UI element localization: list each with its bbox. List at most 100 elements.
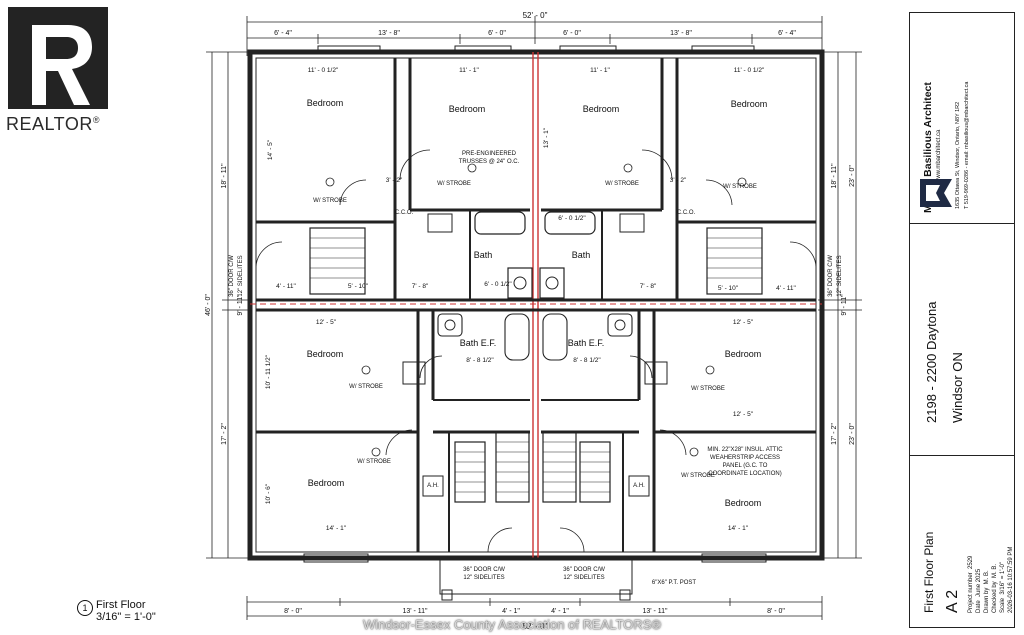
right-dim-1: 18' - 11" — [831, 163, 838, 189]
room-dim: 11' - 0 1/2" — [734, 67, 765, 74]
room-dim: 6' - 0 1/2" — [558, 215, 586, 222]
room-dim: 13' - 1" — [543, 127, 550, 148]
strobe-note: W/ STROBE — [605, 181, 639, 187]
top-dim-3: 6' - 0" — [488, 30, 506, 37]
room-dim: 11' - 0 1/2" — [308, 67, 339, 74]
door-note: 36" DOOR C/W — [463, 567, 505, 573]
attic-note: WEAHERSTRIP ACCESS — [710, 455, 780, 461]
field-drawn-by: Drawn by M. B. — [984, 570, 990, 613]
room-dim: 6' - 0 1/2" — [484, 281, 512, 288]
room-dim: 10' - 6" — [265, 483, 272, 504]
strobe-note: W/ STROBE — [681, 473, 715, 479]
room-dim: 7' - 8" — [640, 283, 657, 290]
right-dim-5: 17' - 2" — [831, 423, 838, 445]
room-dim: 12' - 5" — [733, 411, 754, 418]
truss-note: PRE-ENGINEERED — [462, 151, 517, 157]
room-label: Bedroom — [731, 99, 768, 109]
bottom-dim-5: 13' - 11" — [642, 608, 668, 615]
view-number: 1 — [77, 600, 93, 616]
strobe-note: W/ STROBE — [357, 459, 391, 465]
realtor-logo-text: REALTOR® — [6, 114, 100, 134]
field-date: Date June 2025 — [976, 568, 982, 613]
title-block-divider — [910, 455, 1014, 456]
left-dim-2: 9' - 11" — [237, 294, 244, 316]
room-dim: 14' - 1" — [326, 525, 347, 532]
ah-note: A.H. — [633, 483, 645, 489]
view-scale: 3/16" = 1'-0" — [96, 611, 156, 623]
side-door-note: 12" SIDELITES — [837, 255, 843, 296]
room-label: Bedroom — [725, 498, 762, 508]
top-dim-2: 13' - 8" — [378, 30, 400, 37]
left-total-dim: 46' - 0" — [205, 294, 212, 316]
top-dim-5: 13' - 8" — [670, 30, 692, 37]
view-caption: First Floor 3/16" = 1'-0" — [96, 599, 156, 623]
room-dim: 12' - 5" — [316, 319, 337, 326]
room-dim: 8' - 8 1/2" — [466, 357, 494, 364]
right-dim-2: 23' - 0" — [849, 165, 856, 187]
bath-label: Bath — [572, 250, 591, 260]
bottom-dim-2: 13' - 11" — [402, 608, 428, 615]
room-dim: 8' - 8 1/2" — [573, 357, 601, 364]
strobe-note: W/ STROBE — [437, 181, 471, 187]
bottom-dim-6: 8' - 0" — [767, 608, 785, 615]
room-label: Bedroom — [307, 98, 344, 108]
top-dim-4: 6' - 0" — [563, 30, 581, 37]
sheet-title: First Floor Plan — [922, 531, 936, 613]
room-label: Bedroom — [308, 478, 345, 488]
right-dim-3: 9' - 11" — [841, 294, 848, 316]
room-dim: 3' - 2" — [670, 177, 687, 184]
room-dim: 4' - 11" — [276, 283, 296, 290]
room-label: Bedroom — [583, 104, 620, 114]
bath-label: Bath — [474, 250, 493, 260]
room-dim: 5' - 10" — [718, 285, 739, 292]
realtor-r-icon — [32, 25, 92, 105]
left-dim-1: 18' - 11" — [221, 163, 228, 189]
realtor-logo: REALTOR® — [0, 0, 124, 140]
truss-note: TRUSSES @ 24" O.C. — [459, 159, 520, 165]
door-note: 12" SIDELITES — [563, 575, 604, 581]
coat-closet-note: C.C.O. — [395, 210, 414, 216]
room-label: Bedroom — [307, 349, 344, 359]
timestamp: 2026-03-16 10:57:59 PM — [1008, 546, 1014, 613]
ah-note: A.H. — [427, 483, 439, 489]
door-note: 12" SIDELITES — [463, 575, 504, 581]
strobe-note: W/ STROBE — [313, 198, 347, 204]
top-total-dim: 52' - 0" — [523, 11, 548, 20]
room-dim: 11' - 1" — [590, 67, 610, 74]
watermark: Windsor-Essex County Association of REAL… — [362, 617, 662, 632]
top-dim-6: 6' - 4" — [778, 30, 796, 37]
room-dim: 12' - 5" — [733, 319, 754, 326]
realtor-logo-icon — [8, 7, 108, 109]
field-project-number: Project number 2529 — [968, 555, 974, 613]
room-dim: 3' - 2" — [386, 177, 403, 184]
door-note: 36" DOOR C/W — [563, 567, 605, 573]
attic-note: PANEL (G.C. TO — [723, 463, 768, 469]
view-title: First Floor — [96, 599, 146, 611]
post-note: 6"X6" P.T. POST — [652, 580, 697, 586]
side-door-note: 12" SIDELITES — [238, 255, 244, 296]
field-scale: Scale 3/16" = 1'-0" — [1000, 562, 1006, 613]
room-label: Bedroom — [449, 104, 486, 114]
room-dim: 7' - 8" — [412, 283, 429, 290]
room-dim: 10' - 11 1/2" — [265, 354, 272, 389]
bottom-total-dim: 52' - 0" — [523, 622, 548, 631]
room-dim: 14' - 1" — [728, 525, 749, 532]
strobe-note: W/ STROBE — [691, 386, 725, 392]
title-block-divider — [910, 223, 1014, 224]
room-dim: 14' - 5" — [267, 139, 274, 160]
room-label: Bedroom — [725, 349, 762, 359]
attic-note: COORDINATE LOCATION) — [708, 471, 781, 477]
coat-closet-note: C.C.O. — [677, 210, 696, 216]
field-checked-by: Checked by M. B. — [992, 563, 998, 613]
title-block: Maged Basilious Architect www.mbarchitec… — [909, 12, 1015, 628]
room-dim: 4' - 11" — [776, 285, 796, 292]
bottom-dim-4: 4' - 1" — [551, 608, 569, 615]
bath-label: Bath E.F. — [568, 338, 605, 348]
architect-contact: T 519-969-0286 - email: mbasilious@mbarc… — [964, 81, 970, 209]
strobe-note: W/ STROBE — [349, 384, 383, 390]
sheet-number: A 2 — [944, 589, 961, 613]
room-dim: 11' - 1" — [459, 67, 479, 74]
bottom-dim-3: 4' - 1" — [502, 608, 520, 615]
